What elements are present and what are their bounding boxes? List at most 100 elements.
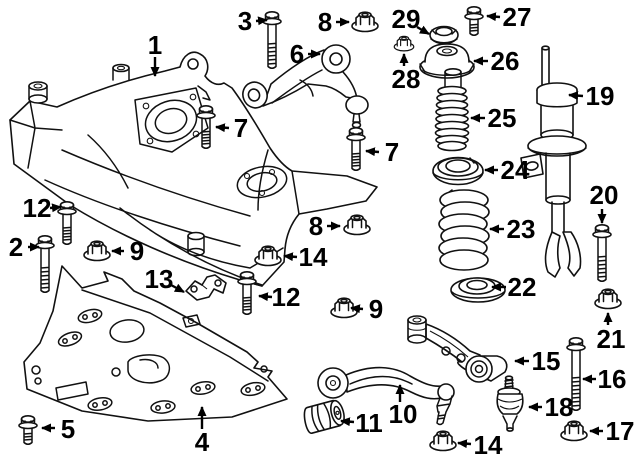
part-number-label: 14	[299, 242, 328, 272]
part-lower-spring-pad-drawing	[450, 277, 506, 303]
callout-12b-bolt: 12	[258, 282, 300, 312]
part-number-label: 9	[130, 236, 144, 266]
leader-arrow	[350, 304, 364, 314]
part-nut-9a-drawing	[83, 240, 111, 262]
callout-24-upper-spring-pad: 24	[484, 155, 530, 185]
leader-arrow	[255, 16, 268, 26]
callout-9b-nut: 9	[350, 294, 383, 324]
callout-7b-bolt: 7	[365, 137, 399, 167]
part-bracket-drawing	[185, 274, 227, 301]
callout-15-rear-lower-arm: 15	[514, 346, 561, 376]
part-number-label: 3	[238, 6, 252, 36]
callout-4-skid-plate: 4	[195, 406, 210, 457]
part-number-label: 16	[598, 364, 627, 394]
leader-arrow	[258, 292, 273, 302]
callout-14b-nut: 14	[457, 430, 503, 460]
part-number-label: 4	[195, 427, 210, 457]
part-cap-drawing	[429, 25, 459, 45]
part-nut-28-drawing	[393, 35, 415, 52]
callout-21-nut: 21	[597, 312, 626, 354]
part-number-label: 17	[606, 416, 635, 446]
leader-arrow	[568, 91, 584, 101]
part-coil-spring-drawing	[438, 189, 490, 271]
part-upper-control-arm-drawing	[242, 44, 369, 129]
part-number-label: 24	[501, 155, 530, 185]
part-number-label: 2	[9, 232, 23, 262]
part-number-label: 5	[61, 414, 75, 444]
leader-arrow	[340, 417, 355, 427]
part-ball-joint-drawing	[496, 375, 524, 432]
part-upper-spring-pad-drawing	[432, 156, 484, 186]
part-number-label: 7	[234, 113, 248, 143]
leader-arrow	[170, 283, 185, 294]
part-number-label: 7	[385, 137, 399, 167]
part-number-label: 20	[590, 180, 619, 210]
part-bolt-2-drawing	[35, 235, 55, 294]
part-bolt-12b-drawing	[237, 270, 257, 316]
part-skid-plate-drawing	[23, 265, 288, 422]
callout-13-bracket: 13	[145, 264, 185, 294]
leader-arrow	[283, 252, 298, 262]
part-nut-8b-drawing	[343, 214, 371, 236]
callout-23-coil-spring: 23	[489, 214, 536, 244]
part-number-label: 9	[369, 294, 383, 324]
callout-17-nut: 17	[589, 416, 635, 446]
part-strut-mount-drawing	[419, 43, 475, 79]
part-number-label: 8	[309, 211, 323, 241]
part-number-label: 10	[389, 399, 418, 429]
callout-20-bolt: 20	[590, 180, 619, 224]
callout-16-bolt: 16	[582, 364, 627, 394]
part-number-label: 13	[145, 264, 174, 294]
part-number-label: 18	[545, 392, 574, 422]
part-strut-drawing	[520, 45, 587, 278]
part-nut-8a-drawing	[351, 11, 379, 33]
part-bolt-5-drawing	[18, 414, 38, 446]
callout-11-bushing: 11	[340, 408, 383, 438]
part-number-label: 21	[597, 324, 626, 354]
part-bolt-27-drawing	[464, 6, 484, 37]
callout-19-strut: 19	[568, 81, 615, 111]
part-number-label: 11	[355, 408, 383, 438]
leader-arrow	[49, 203, 62, 213]
leader-arrow	[486, 12, 501, 22]
callout-26-strut-mount: 26	[473, 46, 519, 76]
callout-9a-nut: 9	[111, 236, 144, 266]
part-number-label: 1	[148, 30, 162, 60]
part-number-label: 29	[392, 4, 421, 34]
callout-5-bolt: 5	[41, 414, 75, 444]
callout-22-lower-spring-pad: 22	[491, 272, 537, 302]
callout-10-lower-control-arm: 10	[389, 384, 418, 429]
part-nut-17-drawing	[560, 420, 588, 442]
part-number-label: 27	[503, 2, 532, 32]
part-bushing-drawing	[303, 399, 345, 434]
leader-arrow	[365, 147, 380, 157]
callout-8a-nut: 8	[318, 7, 350, 37]
callout-3-bolt: 3	[238, 6, 268, 36]
part-bolt-7b-drawing	[346, 127, 366, 172]
callout-14a-nut: 14	[283, 242, 328, 272]
callout-8b-nut: 8	[309, 211, 341, 241]
part-number-label: 22	[508, 272, 537, 302]
callout-27-bolt: 27	[486, 2, 532, 32]
part-number-label: 14	[474, 430, 503, 460]
callout-2-bolt: 2	[9, 232, 40, 262]
part-number-label: 28	[392, 64, 421, 94]
leader-arrow	[215, 123, 230, 133]
part-number-label: 12	[23, 193, 52, 223]
callout-12a-bolt: 12	[23, 193, 62, 223]
part-bolt-20-drawing	[592, 224, 612, 283]
part-number-label: 23	[507, 214, 536, 244]
part-subframe-crossmember-drawing	[9, 51, 378, 287]
callout-6-upper-control-arm: 6	[290, 39, 321, 69]
leader-arrow	[416, 25, 430, 36]
part-number-label: 19	[586, 81, 615, 111]
callout-29-cap: 29	[392, 4, 430, 36]
callout-7a-bolt: 7	[215, 113, 248, 143]
part-rear-lower-control-arm-drawing	[407, 315, 508, 383]
callout-25-dust-boot: 25	[470, 103, 516, 133]
part-number-label: 15	[532, 346, 561, 376]
callout-18-ball-joint: 18	[528, 392, 574, 422]
part-number-label: 6	[290, 39, 304, 69]
